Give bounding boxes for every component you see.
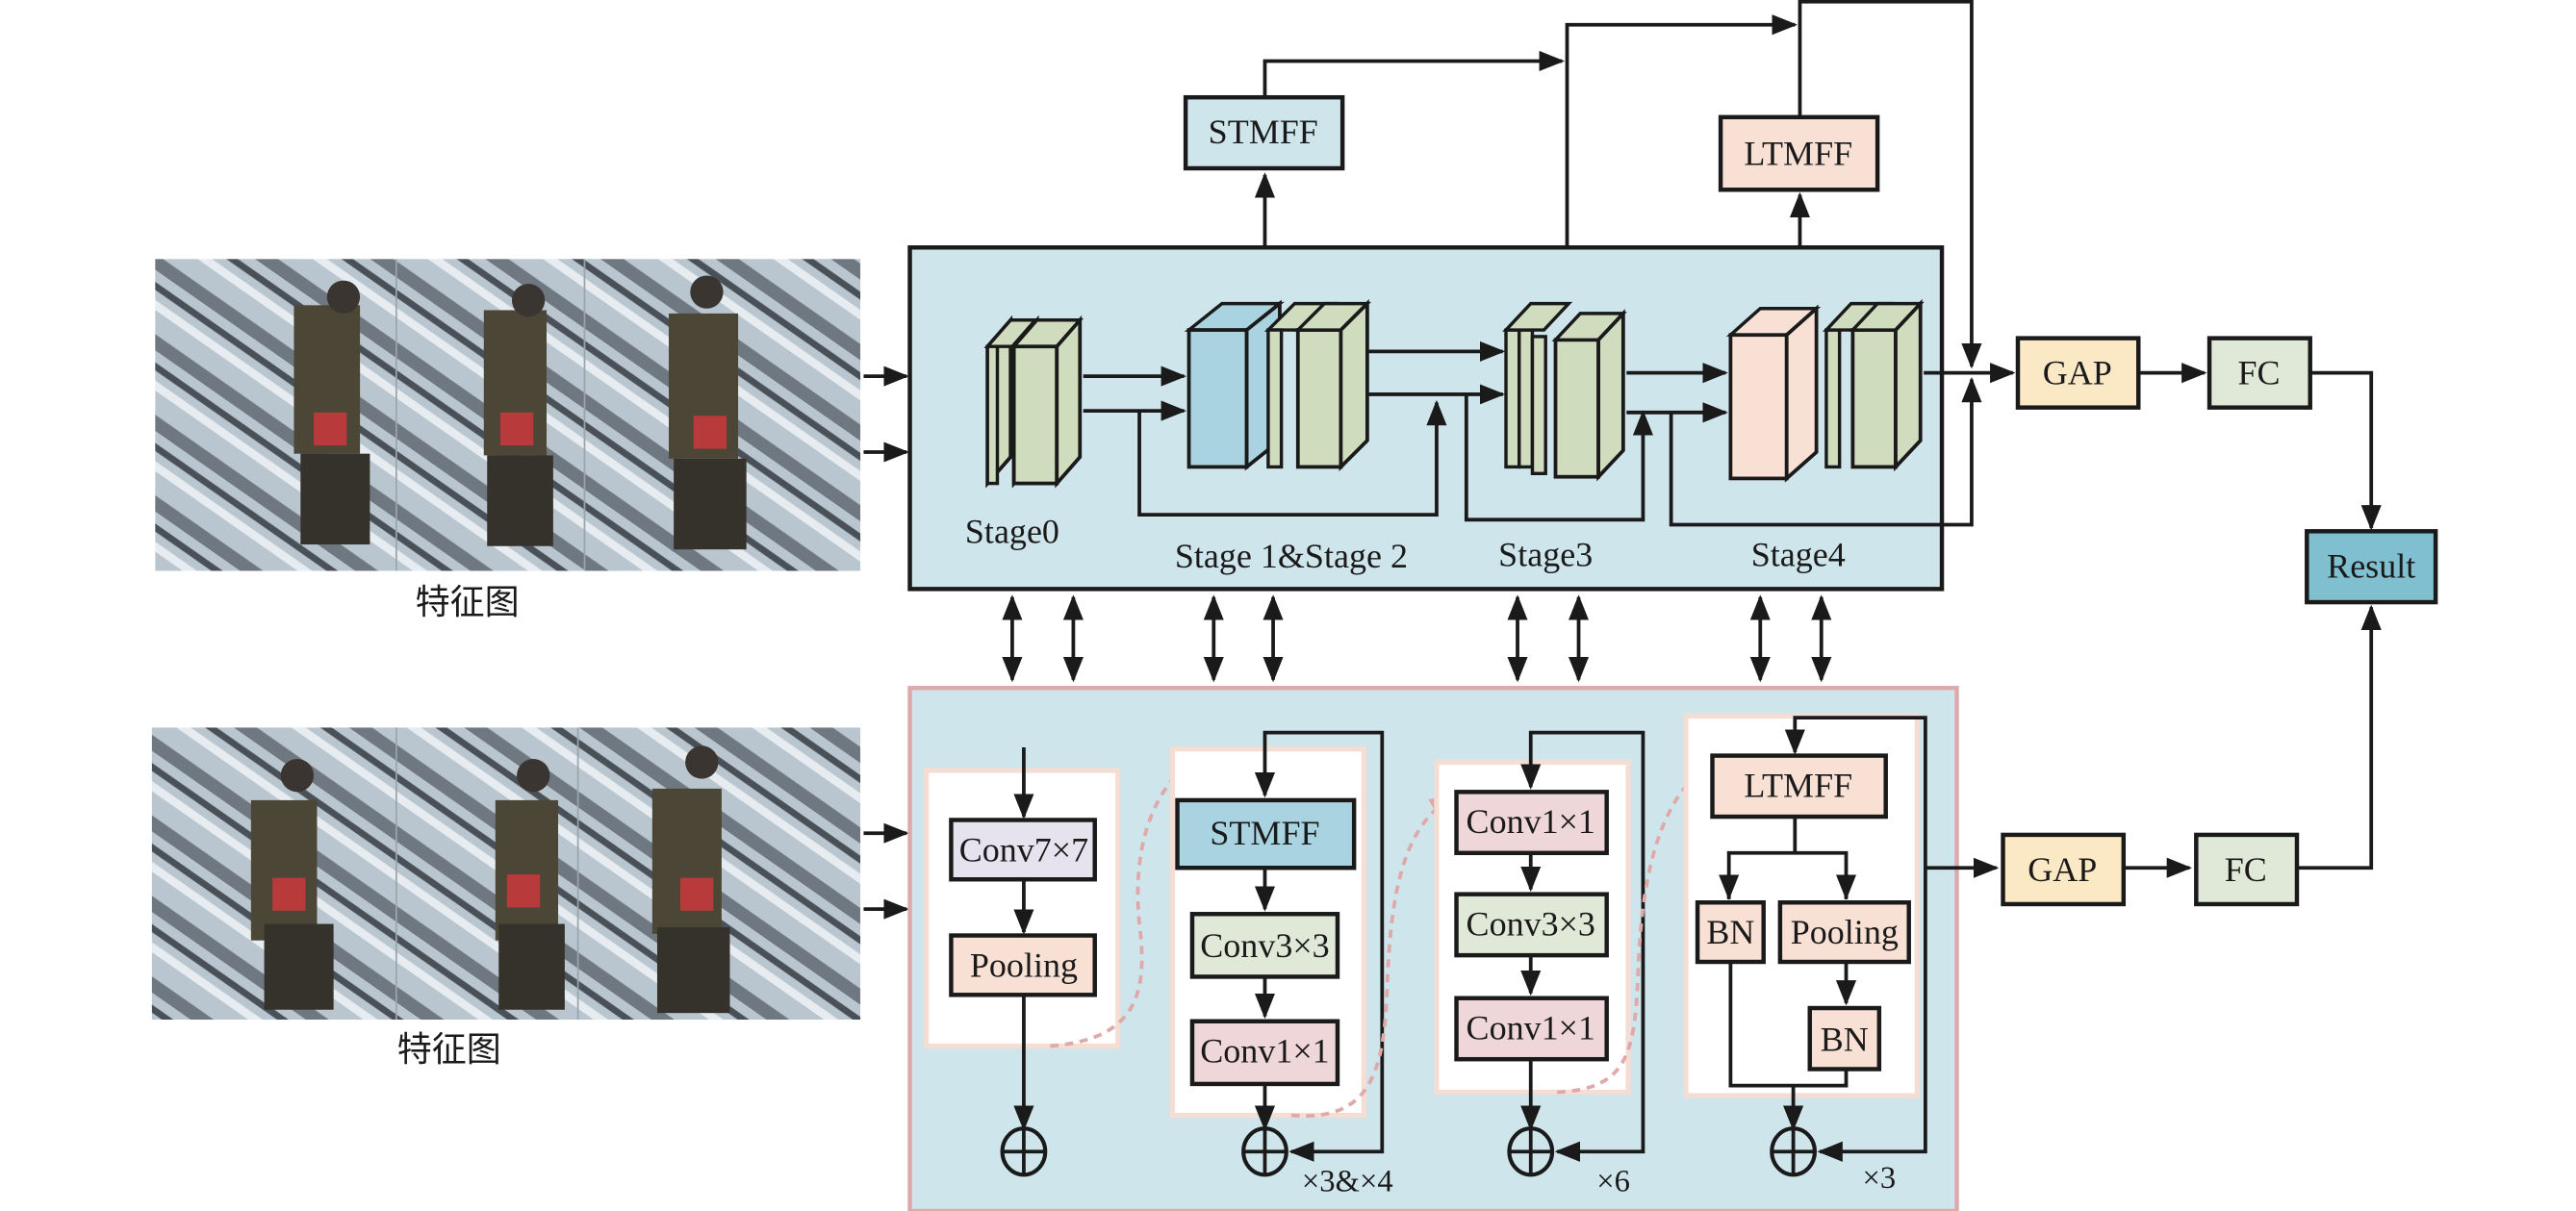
arrow-fc-to-result-bottom [2296,604,2382,870]
input-frames-bottom [151,727,861,1021]
arrow-residual-block3 [1817,1115,1927,1162]
repeat-label-block3: ×3 [1862,1161,1896,1196]
conv1a-box-block2 [1454,790,1609,856]
stage3-layers [1502,301,1627,482]
arrow-fc-to-result-top [2309,370,2382,531]
gap-label-top: GAP [2043,354,2112,392]
stmff-label-top: STMFF [1209,113,1318,151]
fc-label-bottom: FC [2225,850,2267,889]
stage4-layers [1725,298,1925,483]
person-frame-4 [250,759,334,1010]
conv1a-label-block2: Conv1×1 [1467,802,1595,841]
pooling-label-block3: Pooling [1791,913,1899,951]
arrow-stmff-out [1262,50,1566,98]
stmff-label-block1: STMFF [1210,814,1319,852]
line-merge-block3 [1728,961,1849,1088]
arrow-residual-block1 [1288,1115,1385,1162]
person-frame-3 [668,275,747,550]
fc-box-bottom [2194,832,2300,907]
bn-left-label: BN [1706,913,1754,951]
input-frames-top [155,259,861,571]
repeat-label-block1: ×3&×4 [1302,1164,1393,1198]
ltmff-label-top: LTMFF [1744,135,1852,173]
add-icon-block1 [1241,1126,1288,1177]
bn-left-box [1695,900,1766,965]
dashed-flow-2-3 [1557,757,1720,1095]
conv3-label-block2: Conv3×3 [1467,905,1595,944]
ltmff-box-block3 [1710,753,1888,820]
pooling-box-block3 [1777,900,1911,965]
gap-box-bottom [2001,832,2127,907]
bn-right-label: BN [1821,1021,1869,1059]
inter-panel-arrows [1002,594,1832,683]
stmff-box-block1 [1175,797,1357,870]
conv7-box [949,818,1097,882]
conv1b-label-block2: Conv1×1 [1467,1009,1595,1047]
person-frame-6 [651,745,730,1014]
person-frame-1 [293,280,370,545]
label-stage12: Stage 1&Stage 2 [1175,537,1408,575]
arrow-skip-stage2 [1464,393,1654,522]
arrow-loop-block3 [1784,716,1927,1116]
pooling-box-block0 [949,933,1097,997]
pooling-label-block0: Pooling [970,946,1078,984]
gap-label-bottom: GAP [2028,850,2097,889]
conv7-label: Conv7×7 [959,830,1088,869]
add-icon-block2 [1507,1126,1555,1177]
person-frame-2 [483,284,553,546]
dashed-flow-0-1 [1050,748,1213,1048]
person-frame-5 [495,759,565,1010]
repeat-label-block2: ×6 [1596,1164,1630,1198]
bn-right-box [1807,1005,1882,1072]
label-stage4: Stage4 [1751,535,1846,573]
caption-feature-map-bottom: 特征图 [397,1030,501,1069]
arrow-ltmff-out [1798,0,1982,369]
label-stage0: Stage0 [965,512,1059,550]
conv1-label-block1: Conv1×1 [1200,1032,1329,1071]
stage0-layers [983,315,1084,489]
dashed-flow-1-2 [1290,795,1456,1119]
conv1-box-block1 [1189,1019,1340,1087]
arrow-skip-stage0 [1137,399,1447,517]
result-box [2305,529,2438,605]
label-stage3: Stage3 [1498,535,1593,573]
arrow-stage3-up [1565,14,1798,248]
arrow-loop-block1 [1254,730,1385,1116]
caption-feature-map-top: 特征图 [416,583,520,621]
arrow-skip-stage3 [1669,376,1982,527]
result-label: Result [2327,546,2415,585]
fc-label-top: FC [2237,354,2280,392]
stage12-layers [1184,299,1372,471]
add-icon-block0 [1000,1126,1048,1177]
fc-box-top [2206,336,2312,410]
conv3-label-block1: Conv3×3 [1200,926,1329,965]
add-icon-block3 [1770,1126,1817,1177]
ltmff-label-block3: LTMFF [1744,766,1852,804]
conv1b-box-block2 [1454,996,1609,1062]
arrow-residual-block2 [1554,1115,1645,1162]
